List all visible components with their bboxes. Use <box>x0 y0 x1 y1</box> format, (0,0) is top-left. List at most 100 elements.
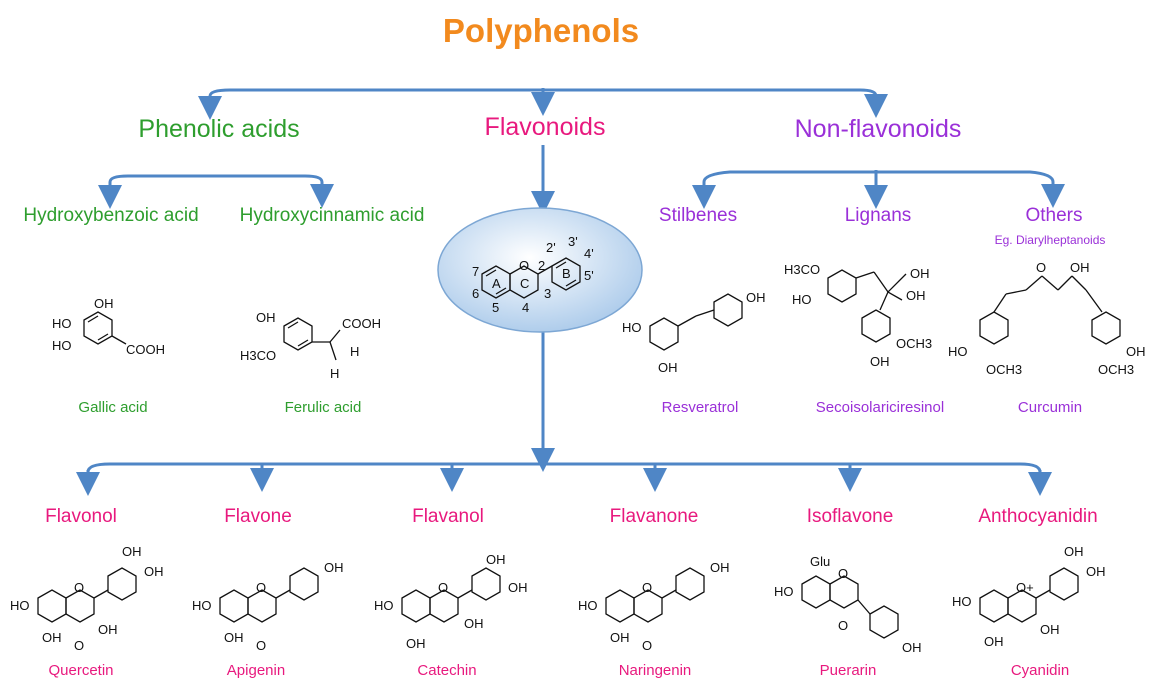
svg-text:O: O <box>642 638 652 653</box>
subclass-hydroxybenzoic: Hydroxybenzoic acid <box>23 205 199 226</box>
svg-text:HO: HO <box>578 598 598 613</box>
svg-text:HO: HO <box>52 316 72 331</box>
svg-text:HO: HO <box>792 292 812 307</box>
svg-text:OH: OH <box>464 616 484 631</box>
core-ring-a: A <box>492 276 501 291</box>
svg-text:COOH: COOH <box>126 342 165 357</box>
subclass-flavanol: Flavanol <box>412 506 484 527</box>
structure-quercetin: OH OH O HO OH OH O <box>8 542 168 662</box>
svg-text:HO: HO <box>952 594 972 609</box>
structure-resveratrol: OH HO OH <box>620 282 780 378</box>
svg-text:OH: OH <box>1064 544 1084 559</box>
svg-text:HO: HO <box>10 598 30 613</box>
svg-text:HO: HO <box>192 598 212 613</box>
svg-text:OCH3: OCH3 <box>1098 362 1134 377</box>
diagram-title: Polyphenols <box>442 12 640 49</box>
svg-text:OH: OH <box>902 640 922 655</box>
structure-apigenin: OH O HO OH O <box>190 552 360 662</box>
svg-text:OH: OH <box>710 560 730 575</box>
svg-text:OH: OH <box>324 560 344 575</box>
example-cyanidin: Cyanidin <box>1010 662 1070 679</box>
example-puerarin: Puerarin <box>819 662 877 679</box>
category-flavonoids: Flavonoids <box>484 113 606 141</box>
svg-text:HO: HO <box>622 320 642 335</box>
core-pos-4: 4 <box>522 300 529 315</box>
others-note: Eg. Diarylheptanoids <box>994 233 1106 247</box>
svg-text:O: O <box>642 580 652 595</box>
core-oxygen: O <box>519 258 529 273</box>
svg-text:OH: OH <box>870 354 890 369</box>
example-secoisolariciresinol: Secoisolariciresinol <box>815 399 945 416</box>
example-quercetin: Quercetin <box>48 662 114 679</box>
svg-text:OH: OH <box>486 552 506 567</box>
example-apigenin: Apigenin <box>226 662 286 679</box>
svg-text:OH: OH <box>658 360 678 375</box>
category-phenolic-acids: Phenolic acids <box>138 115 300 143</box>
structure-puerarin: Glu O HO O OH <box>772 548 942 664</box>
svg-text:O: O <box>1036 260 1046 275</box>
core-pos-6: 6 <box>472 286 479 301</box>
flavonoid-core-ellipse <box>437 207 643 333</box>
svg-text:COOH: COOH <box>342 316 381 331</box>
phenolic-bracket <box>108 174 334 208</box>
subclass-flavanone: Flavanone <box>609 506 699 527</box>
svg-text:OH: OH <box>98 622 118 637</box>
svg-text:OH: OH <box>1070 260 1090 275</box>
svg-text:OH: OH <box>224 630 244 645</box>
svg-text:OCH3: OCH3 <box>986 362 1022 377</box>
structure-secoisolariciresinol: H3CO HO OH OH OCH3 OH <box>784 256 960 380</box>
svg-text:HO: HO <box>52 338 72 353</box>
example-resveratrol: Resveratrol <box>661 399 739 416</box>
svg-text:OCH3: OCH3 <box>896 336 932 351</box>
top-bracket <box>208 88 888 118</box>
svg-text:OH: OH <box>144 564 164 579</box>
svg-text:OH: OH <box>122 544 142 559</box>
svg-text:O: O <box>74 638 84 653</box>
core-pos-7: 7 <box>472 264 479 279</box>
subclass-flavonol: Flavonol <box>45 506 117 527</box>
core-pos-3: 3 <box>544 286 551 301</box>
svg-text:H3CO: H3CO <box>784 262 820 277</box>
structure-curcumin: O OH HO OCH3 OH OCH3 <box>946 258 1146 382</box>
svg-text:HO: HO <box>774 584 794 599</box>
nonflavonoid-bracket <box>702 170 1065 208</box>
core-pos-2p: 2' <box>546 240 556 255</box>
svg-text:H: H <box>330 366 339 381</box>
svg-text:OH: OH <box>94 296 114 311</box>
structure-cyanidin: OH OH O+ HO OH OH <box>950 542 1130 662</box>
svg-text:O: O <box>838 618 848 633</box>
flavonoid-core-structure: A C B O 2' 3' 4' 5' 7 2 6 5 4 3 <box>466 226 616 322</box>
core-ring-c: C <box>520 276 529 291</box>
subclass-isoflavone: Isoflavone <box>806 506 894 527</box>
structure-catechin: OH OH O HO OH OH <box>372 552 552 662</box>
svg-text:OH: OH <box>1086 564 1106 579</box>
example-ferulic-acid: Ferulic acid <box>284 399 362 416</box>
core-pos-4p: 4' <box>584 246 594 261</box>
svg-text:OH: OH <box>906 288 926 303</box>
svg-text:Glu: Glu <box>810 554 830 569</box>
structure-gallic-acid: OH HO HO COOH <box>46 294 176 374</box>
svg-text:OH: OH <box>406 636 426 651</box>
svg-text:HO: HO <box>374 598 394 613</box>
core-pos-5p: 5' <box>584 268 594 283</box>
svg-text:O: O <box>438 580 448 595</box>
example-gallic-acid: Gallic acid <box>78 399 148 416</box>
svg-text:O: O <box>838 566 848 581</box>
example-curcumin: Curcumin <box>1017 399 1083 416</box>
bottom-bracket <box>86 462 1042 482</box>
structure-ferulic-acid: OH H3CO COOH H H <box>236 308 396 384</box>
example-naringenin: Naringenin <box>618 662 692 679</box>
core-pos-2: 2 <box>538 258 545 273</box>
structure-naringenin: OH O HO OH O <box>576 552 746 662</box>
svg-text:OH: OH <box>1040 622 1060 637</box>
core-ring-b: B <box>562 266 571 281</box>
svg-text:O: O <box>256 580 266 595</box>
svg-text:O: O <box>74 580 84 595</box>
subclass-anthocyanidin: Anthocyanidin <box>978 506 1098 527</box>
svg-text:HO: HO <box>948 344 968 359</box>
example-catechin: Catechin <box>417 662 477 679</box>
category-non-flavonoids: Non-flavonoids <box>794 115 962 143</box>
subclass-stilbenes: Stilbenes <box>658 205 738 226</box>
subclass-hydroxycinnamic: Hydroxycinnamic acid <box>239 205 425 226</box>
